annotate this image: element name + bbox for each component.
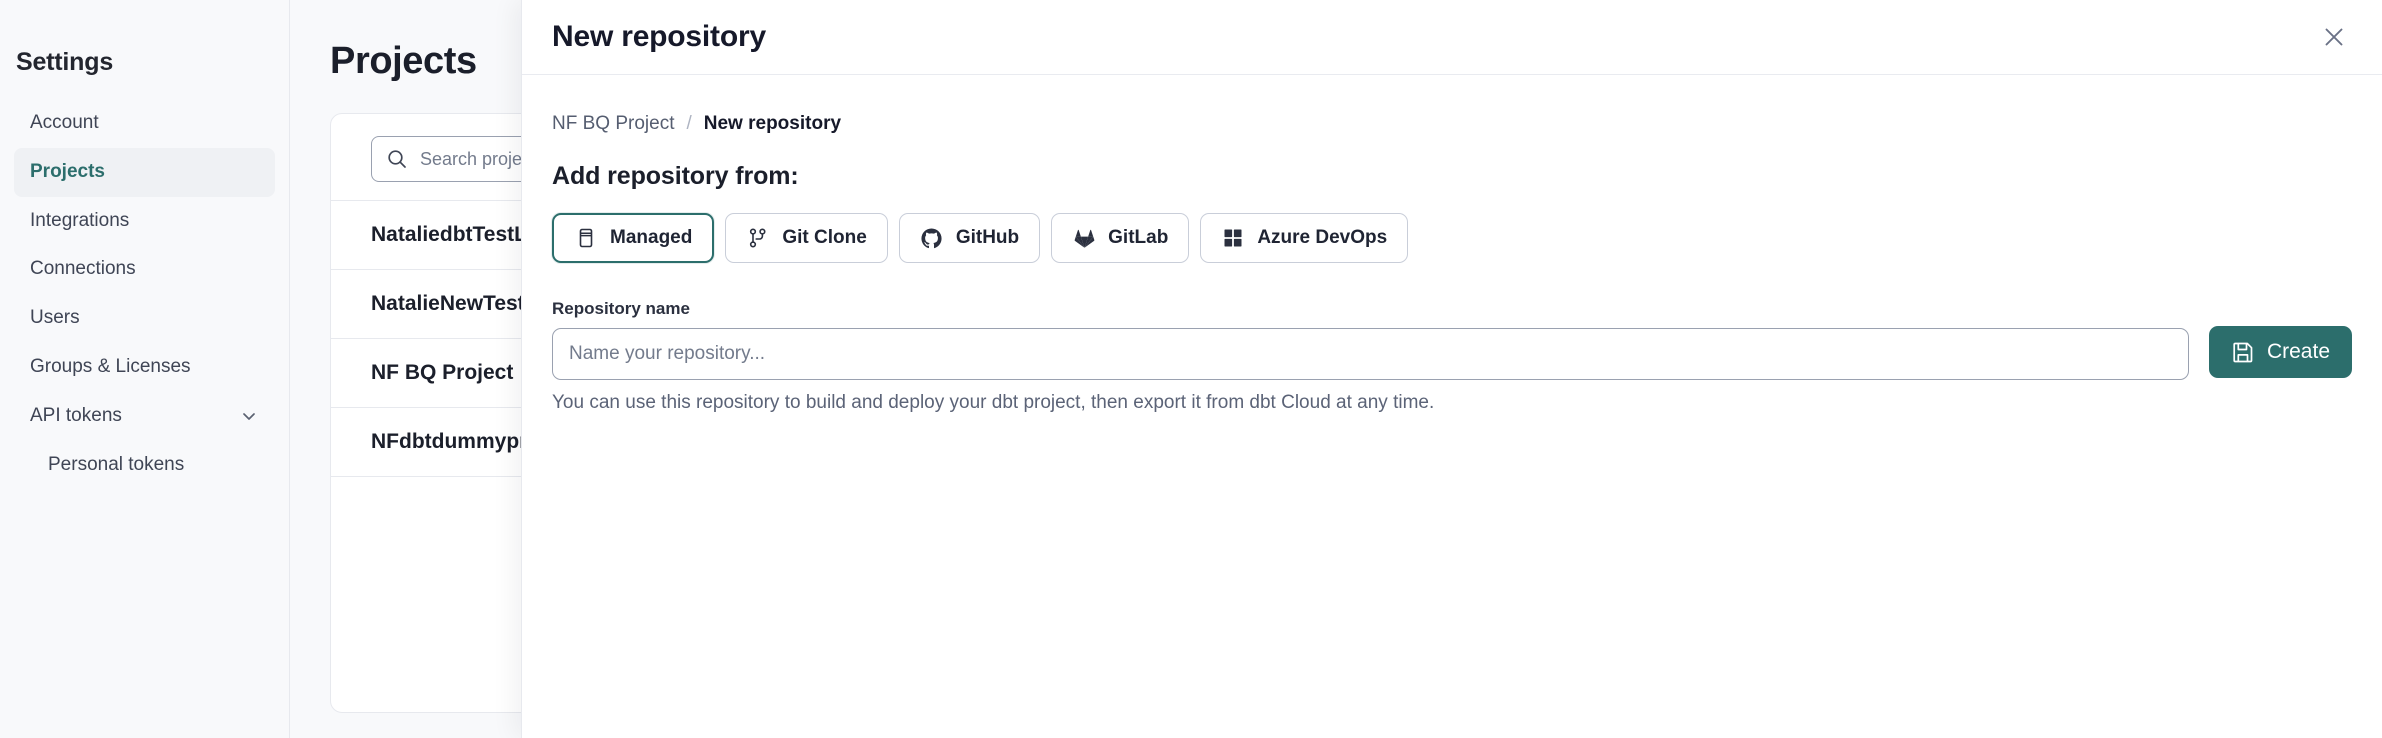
sidebar-item-projects[interactable]: Projects	[14, 148, 275, 197]
sidebar-item-groups-licenses[interactable]: Groups & Licenses	[14, 343, 275, 392]
managed-repo-icon	[574, 226, 598, 250]
source-option-azure-devops[interactable]: Azure DevOps	[1200, 213, 1408, 263]
save-icon	[2231, 340, 2255, 364]
sidebar-item-label: Projects	[30, 161, 105, 184]
sidebar-item-label: Connections	[30, 258, 136, 281]
settings-sidebar: Settings Account Projects Integrations C…	[0, 0, 290, 738]
git-clone-icon	[746, 226, 770, 250]
sidebar-item-label: Users	[30, 307, 80, 330]
gitlab-icon	[1072, 226, 1096, 250]
source-option-label: Azure DevOps	[1257, 227, 1387, 249]
drawer-header: New repository	[522, 0, 2382, 75]
repository-help-text: You can use this repository to build and…	[552, 392, 2189, 414]
search-icon	[386, 148, 408, 170]
repository-source-options: Managed Git Clone	[552, 213, 2352, 263]
sidebar-item-label: API tokens	[30, 405, 122, 428]
add-repository-heading: Add repository from:	[552, 162, 2352, 191]
sidebar-item-personal-tokens[interactable]: Personal tokens	[14, 441, 275, 490]
sidebar-title: Settings	[0, 48, 289, 99]
drawer-body: NF BQ Project / New repository Add repos…	[522, 75, 2382, 738]
close-icon[interactable]	[2312, 15, 2356, 59]
breadcrumb-parent-link[interactable]: NF BQ Project	[552, 113, 674, 135]
create-button-label: Create	[2267, 340, 2330, 364]
sidebar-item-users[interactable]: Users	[14, 294, 275, 343]
source-option-gitlab[interactable]: GitLab	[1051, 213, 1189, 263]
source-option-git-clone[interactable]: Git Clone	[725, 213, 887, 263]
repository-name-input[interactable]	[552, 328, 2189, 380]
breadcrumb-separator: /	[686, 113, 691, 135]
sidebar-item-label: Integrations	[30, 210, 129, 233]
create-button[interactable]: Create	[2209, 326, 2352, 378]
sidebar-item-label: Account	[30, 112, 99, 135]
sidebar-item-api-tokens[interactable]: API tokens	[14, 392, 275, 441]
breadcrumb: NF BQ Project / New repository	[552, 113, 2352, 135]
source-option-github[interactable]: GitHub	[899, 213, 1040, 263]
azure-devops-icon	[1221, 226, 1245, 250]
source-option-label: Managed	[610, 227, 692, 249]
chevron-down-icon	[239, 406, 259, 426]
breadcrumb-current: New repository	[704, 113, 841, 135]
drawer-title: New repository	[552, 20, 766, 54]
source-option-label: Git Clone	[782, 227, 866, 249]
sidebar-item-connections[interactable]: Connections	[14, 245, 275, 294]
github-icon	[920, 226, 944, 250]
sidebar-item-label: Groups & Licenses	[30, 356, 191, 379]
sidebar-item-label: Personal tokens	[48, 454, 184, 477]
sidebar-item-integrations[interactable]: Integrations	[14, 197, 275, 246]
new-repository-drawer: New repository NF BQ Project / New repos…	[521, 0, 2382, 738]
repository-name-field: Repository name You can use this reposit…	[552, 299, 2189, 414]
sidebar-item-account[interactable]: Account	[14, 99, 275, 148]
source-option-label: GitHub	[956, 227, 1019, 249]
source-option-managed[interactable]: Managed	[552, 213, 714, 263]
source-option-label: GitLab	[1108, 227, 1168, 249]
repository-name-field-row: Repository name You can use this reposit…	[552, 299, 2352, 414]
repository-name-label: Repository name	[552, 299, 2189, 319]
